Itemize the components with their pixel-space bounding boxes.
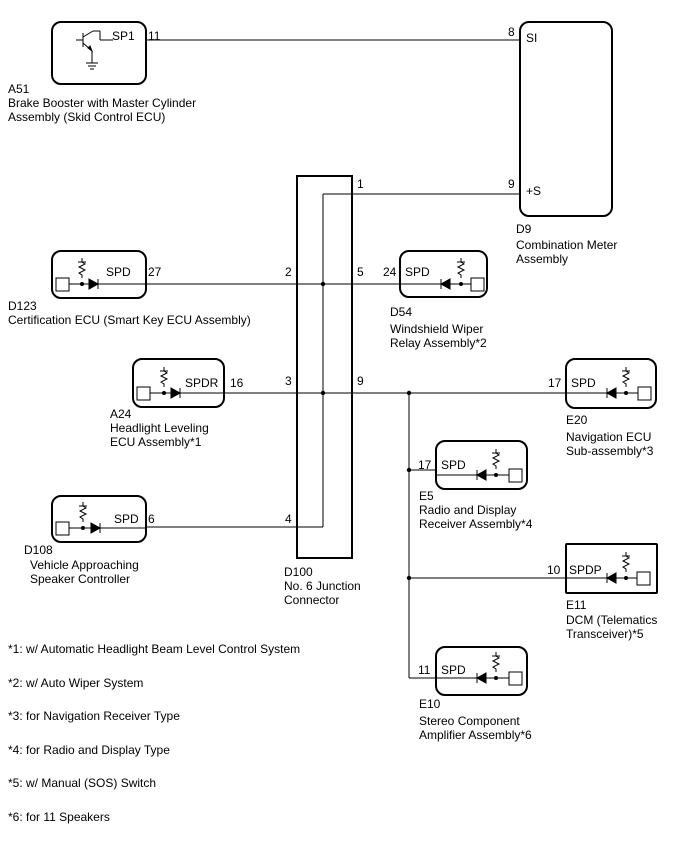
e11-id: E11 — [566, 598, 587, 612]
a51-id: A51 — [8, 82, 30, 96]
d100-pin-3: 3 — [285, 374, 292, 388]
d123-id: D123 — [8, 299, 37, 313]
junction-dot — [406, 467, 412, 473]
e10-name-line2: Amplifier Assembly*6 — [419, 728, 532, 742]
a51-name-line2: Assembly (Skid Control ECU) — [8, 110, 166, 124]
note-5: *5: w/ Manual (SOS) Switch — [8, 776, 157, 790]
d100-pin-1: 1 — [357, 177, 364, 191]
e10-terminal-name: SPD — [441, 663, 466, 677]
e10-connector — [435, 646, 528, 696]
e20-name-line2: Sub-assembly*3 — [566, 444, 654, 458]
d108-id: D108 — [24, 543, 53, 557]
d9-term-s: +S — [526, 184, 542, 198]
d100-name-line2: Connector — [284, 593, 340, 607]
junction-dot — [406, 575, 412, 581]
d9-name-line1: Combination Meter — [516, 238, 618, 252]
junction-dot — [406, 390, 412, 396]
transistor-icon — [76, 30, 113, 70]
e20-connector — [565, 358, 657, 409]
d123-name: Certification ECU (Smart Key ECU Assembl… — [8, 313, 251, 327]
a51-box — [51, 21, 147, 85]
note-3: *3: for Navigation Receiver Type — [8, 709, 180, 723]
d54-pin: 24 — [383, 265, 397, 279]
note-6: *6: for 11 Speakers — [8, 810, 110, 824]
d123-connector — [51, 250, 147, 299]
d123-pin: 27 — [148, 265, 162, 279]
d100-name-line1: No. 6 Junction — [284, 579, 361, 593]
d54-connector — [399, 250, 488, 298]
a51-name-line1: Brake Booster with Master Cylinder — [8, 96, 197, 110]
a51-terminal-name: SP1 — [112, 29, 135, 43]
e5-connector — [435, 440, 528, 490]
e10-id: E10 — [419, 697, 441, 711]
e20-terminal-name: SPD — [571, 376, 596, 390]
e11-pin: 10 — [547, 563, 561, 577]
e10-name-line1: Stereo Component — [419, 714, 520, 728]
a24-name-line2: ECU Assembly*1 — [110, 435, 202, 449]
d108-name-line1: Vehicle Approaching — [30, 558, 139, 572]
d54-terminal-name: SPD — [405, 265, 430, 279]
d108-name-line2: Speaker Controller — [30, 572, 131, 586]
e5-pin: 17 — [418, 458, 432, 472]
e20-name-line1: Navigation ECU — [566, 430, 652, 444]
d9-id: D9 — [516, 222, 532, 236]
e5-name-line1: Radio and Display — [419, 503, 517, 517]
a24-terminal-name: SPDR — [185, 376, 219, 390]
a24-pin: 16 — [230, 376, 244, 390]
e5-terminal-name: SPD — [441, 458, 466, 472]
note-4: *4: for Radio and Display Type — [8, 743, 170, 757]
d108-terminal-name: SPD — [114, 512, 139, 526]
d9-term-si: SI — [526, 31, 538, 45]
d100-pin-5: 5 — [357, 265, 364, 279]
e11-name-line1: DCM (Telematics — [566, 613, 658, 627]
junction-dot — [320, 390, 326, 396]
d54-id: D54 — [390, 305, 413, 319]
d108-pin: 6 — [148, 512, 155, 526]
e10-pin: 11 — [418, 663, 431, 677]
d100-id: D100 — [284, 565, 313, 579]
d100-pin-4: 4 — [285, 512, 292, 526]
d100-pin-2: 2 — [285, 265, 292, 279]
d108-connector — [51, 495, 147, 543]
d9-name-line2: Assembly — [516, 252, 569, 266]
e5-name-line2: Receiver Assembly*4 — [419, 517, 533, 531]
d9-pin-s: 9 — [508, 177, 515, 191]
a24-name-line1: Headlight Leveling — [110, 421, 209, 435]
note-1: *1: w/ Automatic Headlight Beam Level Co… — [8, 642, 301, 656]
d9-box — [519, 21, 613, 217]
e20-pin: 17 — [548, 376, 562, 390]
d100-pin-9: 9 — [357, 374, 364, 388]
e11-connector — [565, 543, 658, 594]
d54-name-line2: Relay Assembly*2 — [390, 336, 487, 350]
d54-name-line1: Windshield Wiper — [390, 322, 484, 336]
note-2: *2: w/ Auto Wiper System — [8, 676, 144, 690]
e20-id: E20 — [566, 413, 588, 427]
e5-id: E5 — [419, 489, 434, 503]
junction-dot — [320, 281, 326, 287]
d9-pin-si: 8 — [508, 25, 515, 39]
d100-box — [296, 175, 353, 559]
e11-name-line2: Transceiver)*5 — [566, 627, 644, 641]
e11-terminal-name: SPDP — [569, 563, 602, 577]
a24-id: A24 — [110, 407, 132, 421]
a24-connector — [132, 358, 225, 408]
a51-pin: 11 — [148, 29, 161, 43]
d123-terminal-name: SPD — [106, 265, 131, 279]
